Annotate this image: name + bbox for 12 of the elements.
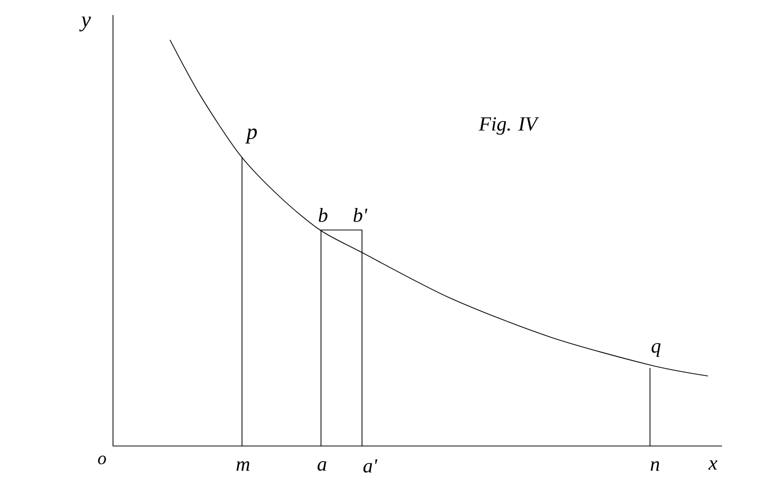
letter-label: m [236,461,250,471]
letter-label: y [79,16,91,32]
letter-label: a [318,461,326,471]
letter-label: a' [363,459,378,473]
letter-label: o [98,456,106,464]
letter-label: p [245,128,257,144]
letter-label: Fig. IV [478,117,540,135]
letter-label: n [650,461,660,471]
letter-label: x [708,460,718,470]
letter-label: b' [354,208,368,222]
letter-label: q [652,343,661,357]
letter-label: b [318,208,328,222]
